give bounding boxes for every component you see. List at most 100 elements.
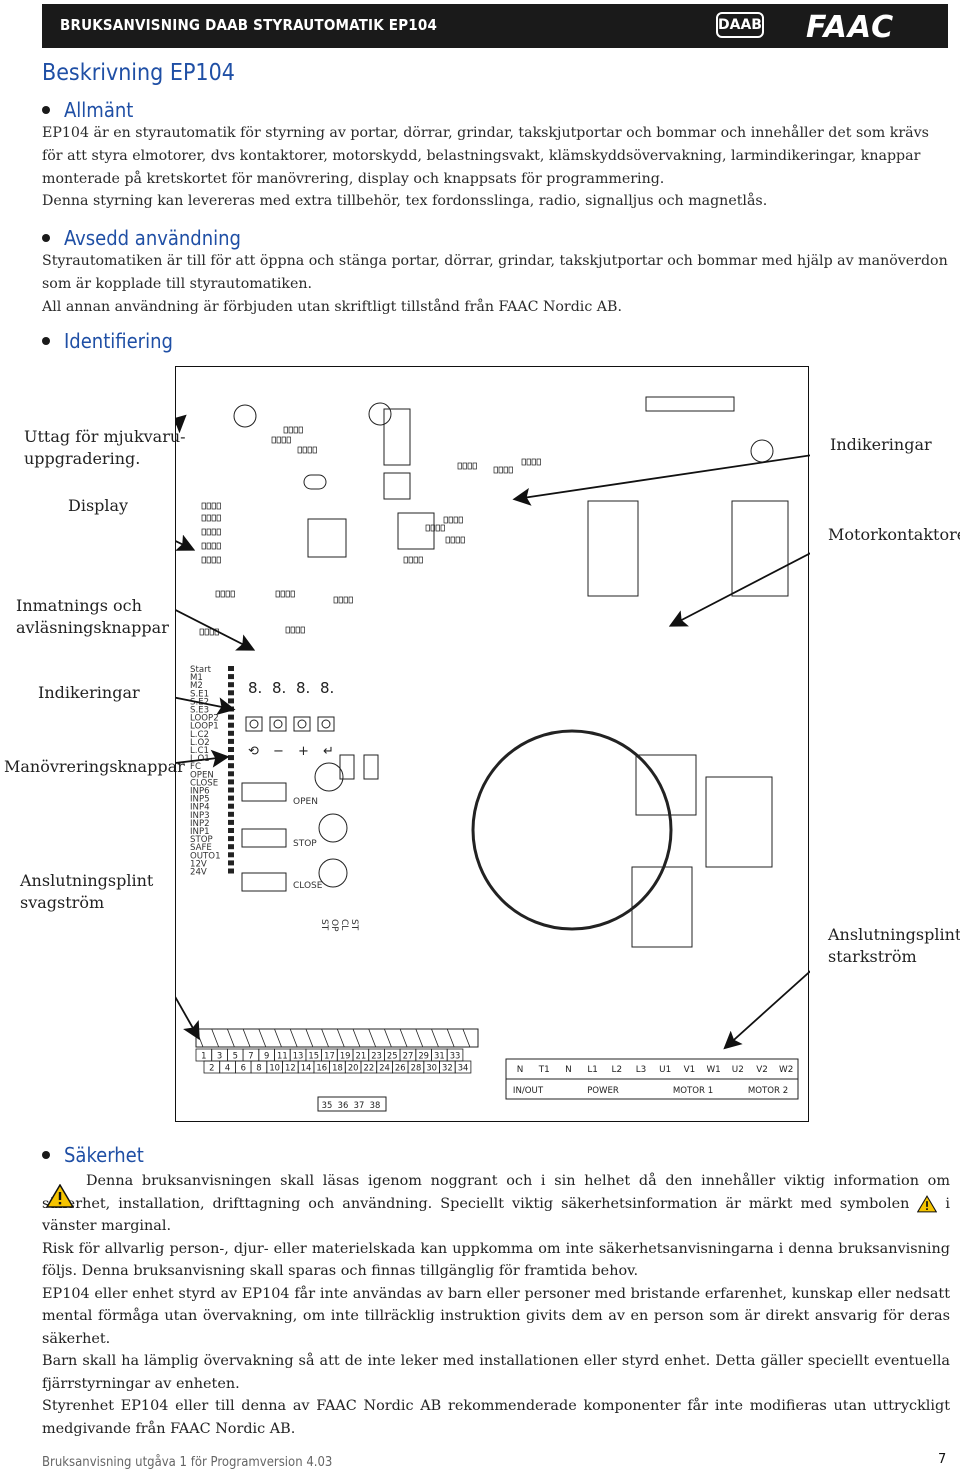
label-indications-right: Indikeringar — [830, 435, 932, 454]
terminal-cell — [454, 1060, 472, 1074]
arrow-high-voltage — [723, 956, 827, 1050]
control-button-label: CLOSE — [293, 881, 323, 891]
program-key — [269, 716, 287, 732]
led-indicator — [228, 730, 234, 736]
led-label: INP2 — [190, 819, 210, 829]
terminal-number: 29 — [418, 1051, 429, 1061]
smd-pad — [348, 596, 353, 604]
terminal-screw — [384, 1028, 392, 1048]
label-upgrade-port: Uttag för mjukvaru-uppgradering. — [24, 427, 186, 468]
terminal-screw — [211, 1028, 220, 1048]
smd-pad — [215, 590, 220, 598]
smd-pad — [201, 528, 206, 536]
smd-pad — [283, 426, 288, 434]
smd-pad — [211, 556, 216, 564]
led-indicator — [228, 755, 234, 761]
terminal-number: 1 — [201, 1051, 206, 1061]
warning-icon — [46, 1184, 74, 1208]
smd-pad — [450, 536, 455, 544]
terminal-screw — [462, 1028, 471, 1048]
smd-pad — [290, 626, 295, 634]
smd-pad — [293, 426, 298, 434]
smd-pad — [216, 514, 221, 522]
smd-pad — [403, 556, 408, 564]
led-label: INP3 — [190, 811, 210, 821]
led-indicator — [228, 771, 234, 777]
led-indicator — [228, 714, 234, 720]
led-label: INP1 — [190, 827, 210, 837]
smd-pad — [430, 524, 435, 532]
power-terminal-label: T1 — [538, 1065, 550, 1075]
terminal-screw — [446, 1028, 455, 1048]
smd-pad — [216, 502, 221, 510]
bullet-icon — [42, 105, 50, 114]
label-indications-left: Indikeringar — [38, 683, 140, 702]
led-label: FC — [190, 762, 201, 772]
led-indicator — [228, 860, 234, 866]
terminal-number: 11 — [277, 1051, 288, 1061]
smd-pad — [300, 626, 305, 634]
led-label: LOOP1 — [190, 722, 219, 732]
page-title: Beskrivning EP104 — [42, 60, 235, 86]
terminal-screw — [274, 1028, 282, 1048]
terminal-number: 22 — [364, 1063, 375, 1073]
terminal-number: 30 — [426, 1063, 437, 1073]
terminal-number: 18 — [332, 1063, 343, 1073]
led-indicator — [228, 722, 234, 728]
power-terminal-label: L1 — [587, 1065, 598, 1075]
transformer — [471, 729, 673, 931]
power-terminal-label: W2 — [779, 1065, 793, 1075]
led-label: L.C1 — [190, 746, 209, 756]
relay — [705, 776, 773, 868]
smd-pad — [211, 542, 216, 550]
smd-pad — [338, 596, 343, 604]
smd-pad — [298, 426, 303, 434]
terminal-number: 17 — [324, 1051, 335, 1061]
power-group-label: MOTOR 1 — [673, 1086, 713, 1096]
arrow-low-voltage — [115, 892, 200, 1041]
smd-pad — [498, 466, 503, 474]
terminal-screw — [305, 1028, 314, 1048]
led-label: INP5 — [190, 795, 210, 805]
control-button-label: STOP — [293, 839, 317, 849]
terminal-number: 12 — [285, 1063, 296, 1073]
smd-pad — [206, 514, 211, 522]
motor-contactor — [731, 500, 789, 597]
intended-use-paragraph: Styrautomatiken är till för att öppna oc… — [42, 253, 948, 315]
led-indicator — [228, 738, 234, 744]
led-indicator — [228, 836, 234, 842]
arrow-display — [125, 516, 196, 551]
open-button-pad — [241, 782, 287, 802]
safety-paragraph-3: EP104 eller enhet styrd av EP104 får int… — [42, 1285, 950, 1347]
low-voltage-terminal-strip — [195, 1028, 479, 1048]
smd-pad — [275, 590, 280, 598]
smd-pad — [276, 436, 281, 444]
display-digit: 8. — [320, 679, 334, 697]
terminal-number: 27 — [403, 1051, 414, 1061]
arrow-upgrade — [135, 414, 187, 462]
smd-pad — [307, 446, 312, 454]
smd-pad — [408, 556, 413, 564]
smd-pad — [457, 462, 462, 470]
smd-pad — [295, 626, 300, 634]
led-label: S.E1 — [190, 689, 209, 699]
smd-pad — [216, 542, 221, 550]
smd-pad — [536, 458, 541, 466]
terminal-number: 38 — [370, 1100, 381, 1110]
led-indicator — [228, 698, 234, 704]
power-group-label: POWER — [587, 1086, 619, 1096]
mounting-hole — [233, 404, 257, 428]
smd-pad — [302, 446, 307, 454]
led-label: L.O2 — [190, 738, 210, 748]
power-group-label: MOTOR 2 — [748, 1086, 788, 1096]
power-terminal-label: U1 — [659, 1065, 671, 1075]
terminal-screw — [195, 1028, 204, 1048]
terminal-number: 26 — [395, 1063, 406, 1073]
terminal-screw — [227, 1028, 235, 1048]
smd-pad — [211, 502, 216, 510]
smd-pad — [312, 446, 317, 454]
led-indicator — [228, 690, 234, 696]
smd-pad — [435, 524, 440, 532]
terminal-number: 31 — [434, 1051, 445, 1061]
key-symbol: + — [298, 744, 309, 759]
